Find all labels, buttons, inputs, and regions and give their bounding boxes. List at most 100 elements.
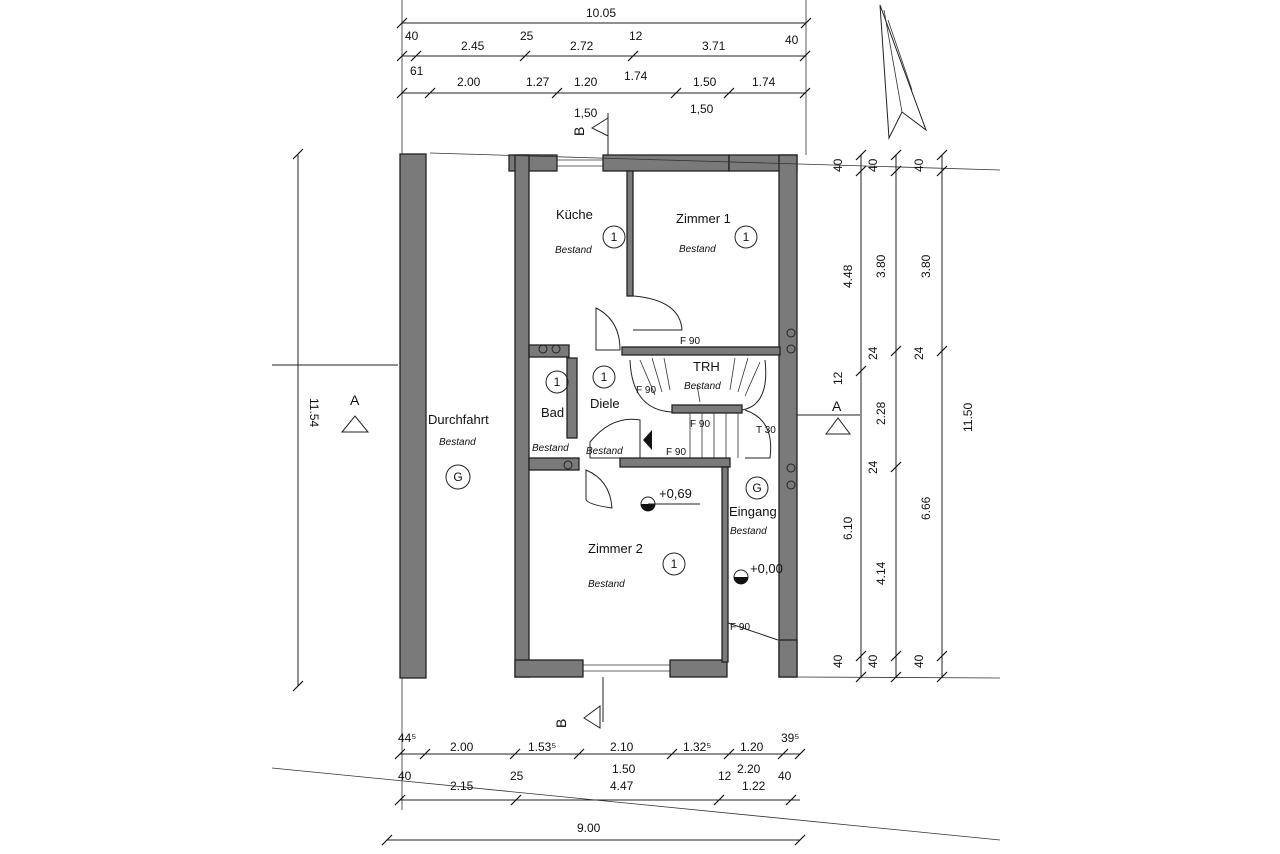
dim-label: 1.74 xyxy=(624,69,648,83)
room-badge-zimmer2 xyxy=(662,552,686,576)
door-swing xyxy=(585,469,613,509)
property-lines xyxy=(271,0,1001,841)
dim-label: 1.22 xyxy=(742,779,766,793)
dim-total-bottom: 9.00 xyxy=(577,821,601,835)
section-label-b: B xyxy=(553,719,569,728)
room-badge-zimmer1 xyxy=(734,225,758,249)
level-entrance: +0,00 xyxy=(750,561,783,576)
interior-wall xyxy=(721,466,729,663)
dim-label: 2.20 xyxy=(737,762,761,776)
room-status-zimmer1: Bestand xyxy=(679,244,716,255)
svg-text:G: G xyxy=(752,481,761,495)
room-name-zimmer2: Zimmer 2 xyxy=(588,541,643,556)
room-status-trh: Bestand xyxy=(684,381,721,392)
dim-label: 2.00 xyxy=(457,75,481,89)
room-badge-bad xyxy=(545,370,569,394)
section-label-a: A xyxy=(350,392,360,408)
fire-rating-label: F 90 xyxy=(636,385,656,396)
room-badge-diele xyxy=(592,365,616,389)
room-name-diele: Diele xyxy=(590,396,620,411)
svg-text:1: 1 xyxy=(743,230,750,244)
dim-label: 2.15 xyxy=(450,779,474,793)
outer-wall-right xyxy=(778,154,798,678)
dim-label: 40 xyxy=(831,158,845,172)
interior-wall xyxy=(621,346,781,356)
room-name-bad: Bad xyxy=(541,405,564,420)
room-name-kueche: Küche xyxy=(556,207,593,222)
door-line xyxy=(727,622,779,641)
room-name-zimmer1: Zimmer 1 xyxy=(676,211,731,226)
dim-label: 4.47 xyxy=(610,779,634,793)
dim-label: 4.48 xyxy=(841,264,855,288)
dim-label: 1.27 xyxy=(526,75,550,89)
section-arrow-icon xyxy=(825,417,851,435)
fire-ratings: F 90 F 90 F 90 F 90 F 90 T 30 xyxy=(636,336,776,633)
dimensions-right: 40 4.48 12 6.10 40 40 3.80 24 2.28 24 4.… xyxy=(831,158,975,668)
dim-label: 40 xyxy=(912,654,926,668)
stair-arrow-icon xyxy=(643,430,652,450)
room-labels: Küche Bestand 1 Zimmer 1 Bestand 1 1 Bad… xyxy=(428,207,777,590)
dim-label: 1.53⁵ xyxy=(528,740,556,754)
dim-label: 39⁵ xyxy=(781,731,799,745)
outer-wall-bottom xyxy=(514,659,584,678)
dimension-lines xyxy=(292,17,948,846)
section-markers: A A B B xyxy=(272,113,860,729)
dim-label: 1.20 xyxy=(740,740,764,754)
dim-label: 2.28 xyxy=(874,401,888,425)
dim-label: 12 xyxy=(831,371,845,385)
outer-wall-left xyxy=(514,154,530,678)
dim-label: 1.50 xyxy=(693,75,717,89)
dim-label: 24 xyxy=(866,346,880,360)
dimensions-top: 10.05 40 2.45 25 2.72 12 3.71 40 61 2.00… xyxy=(405,6,799,120)
dim-label: 12 xyxy=(718,769,732,783)
dim-total-left: 11.54 xyxy=(307,398,321,427)
dim-label: 25 xyxy=(510,769,524,783)
dim-total-top: 10.05 xyxy=(586,6,616,20)
dim-label: 1.50 xyxy=(612,762,636,776)
dim-label: 6.66 xyxy=(919,496,933,520)
room-name-eingang: Eingang xyxy=(729,504,777,519)
dim-label: 4.14 xyxy=(874,561,888,585)
interior-wall xyxy=(671,404,743,414)
fire-rating-label: F 90 xyxy=(666,447,686,458)
fire-rating-label: F 90 xyxy=(730,622,750,633)
interior-wall xyxy=(528,344,570,358)
svg-text:1: 1 xyxy=(554,375,561,389)
stairs xyxy=(629,357,767,458)
door-rating-label: T 30 xyxy=(756,425,776,436)
dim-label: 25 xyxy=(520,29,534,43)
dim-label: 2.10 xyxy=(610,740,634,754)
dim-label: 40 xyxy=(866,158,880,172)
room-badge-durchfahrt xyxy=(445,464,471,490)
dim-label: 24 xyxy=(912,346,926,360)
dim-label: 40 xyxy=(912,158,926,172)
svg-text:1: 1 xyxy=(611,230,618,244)
dim-label: 3.80 xyxy=(919,254,933,278)
room-status-diele: Bestand xyxy=(586,446,623,457)
dim-label: 40 xyxy=(866,654,880,668)
dim-label: 3.71 xyxy=(702,39,726,53)
dim-label: 11.50 xyxy=(961,403,975,432)
room-badge-kueche xyxy=(602,225,626,249)
dim-label: 2.72 xyxy=(570,39,594,53)
interior-wall xyxy=(626,170,634,297)
svg-text:1: 1 xyxy=(601,370,608,384)
room-name-trh: TRH xyxy=(693,359,720,374)
section-arrow-icon xyxy=(590,117,609,137)
dim-label: 40 xyxy=(831,654,845,668)
dim-label: 1.20 xyxy=(574,75,598,89)
fire-rating-label: F 90 xyxy=(690,419,710,430)
room-status-durchfahrt: Bestand xyxy=(439,437,476,448)
svg-text:G: G xyxy=(453,470,462,484)
room-status-kueche: Bestand xyxy=(555,245,592,256)
dim-label: 44⁵ xyxy=(398,731,416,745)
interior-wall xyxy=(566,357,578,439)
dimensions-bottom: 44⁵ 2.00 1.53⁵ 2.10 1.32⁵ 1.20 39⁵ 40 2.… xyxy=(398,731,799,835)
door-swing xyxy=(744,409,772,459)
dim-label: 3.80 xyxy=(874,254,888,278)
section-label-b: B xyxy=(571,127,587,136)
fire-rating-label: F 90 xyxy=(680,336,700,347)
interior-wall xyxy=(619,457,731,468)
dim-label: 2.45 xyxy=(461,39,485,53)
dim-label: 61 xyxy=(410,64,424,78)
